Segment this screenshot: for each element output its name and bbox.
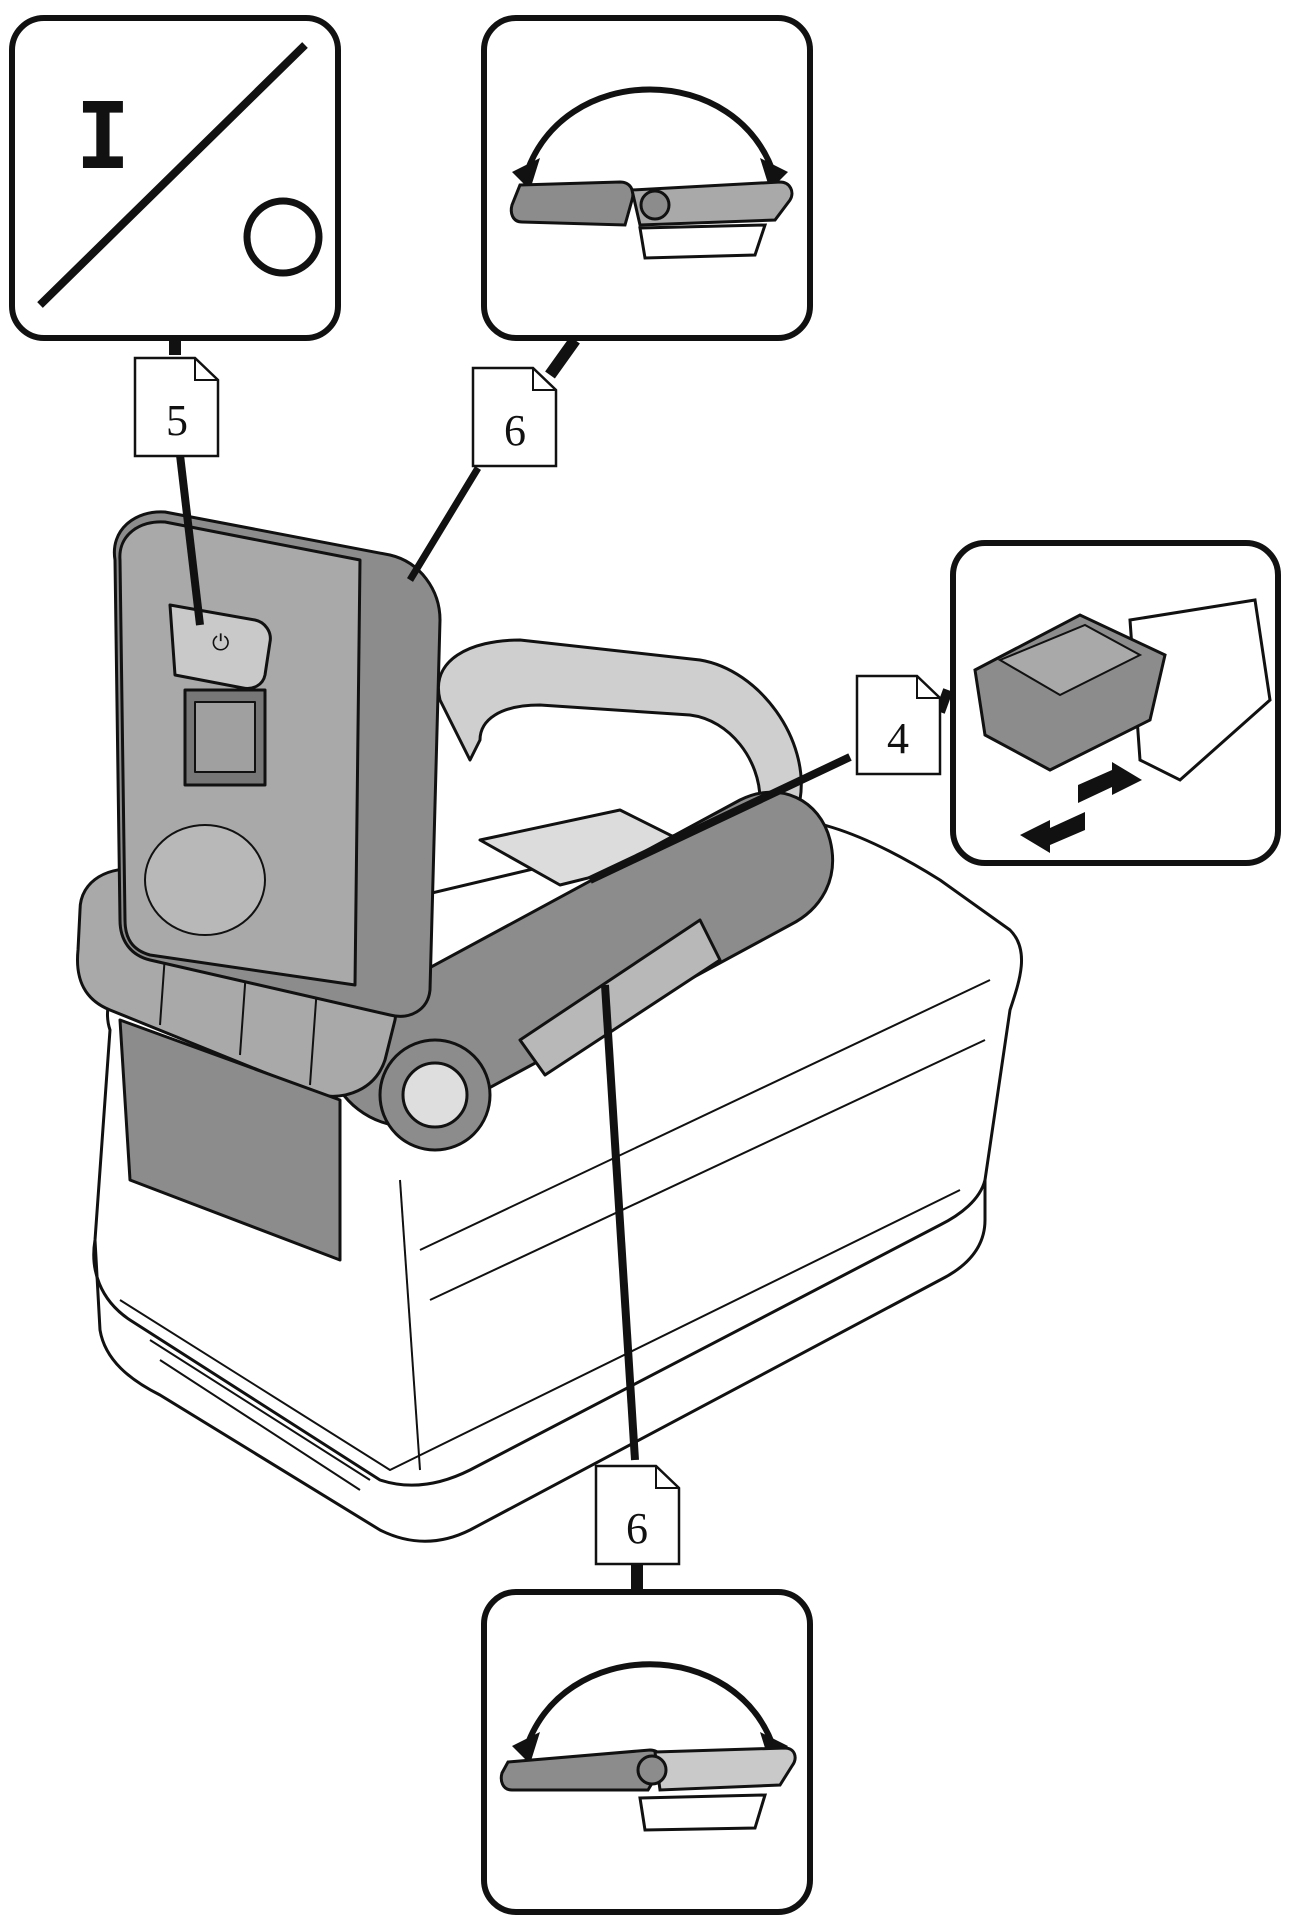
base-ridge-2 (429, 1039, 986, 1301)
mini-lamp-closed (509, 180, 635, 227)
mini-pivot-bottom (636, 1754, 668, 1786)
leader-slide (588, 753, 852, 884)
leader-slide-edge (935, 688, 953, 714)
mini-arm (630, 180, 794, 227)
rotate-arc-arrow-icon (522, 86, 778, 179)
leader-rotate-top-1 (545, 336, 580, 379)
leader-rotate-bottom (601, 984, 639, 1461)
mini-pivot (639, 189, 671, 221)
power-button (168, 603, 272, 690)
callout-power-number: 5 (166, 396, 188, 445)
callout-rotate-top: 6 (471, 366, 558, 468)
callout-power: 5 (133, 356, 220, 458)
power-divider-slash (37, 42, 308, 308)
mini-battery-top (997, 623, 1143, 697)
base-vent (149, 1339, 371, 1491)
charging-station-illustration: ⏻ (75, 510, 1024, 1543)
panel-slide-battery (950, 540, 1281, 866)
callout-slide-number: 4 (887, 714, 909, 763)
mini-charger-housing (1128, 598, 1272, 782)
callout-slide: 4 (855, 674, 942, 776)
rotate-arc-head-left (512, 158, 540, 190)
base-ridge-1 (419, 979, 991, 1251)
mini-base (638, 223, 768, 260)
rotate-arc-head-right (760, 158, 788, 190)
power-off-symbol (243, 197, 323, 277)
slide-double-arrow-icon (1020, 762, 1142, 853)
panel-power: I (9, 15, 341, 341)
lamp-lens (144, 824, 266, 936)
power-on-symbol: I (75, 83, 130, 190)
callout-rotate-bottom: 6 (594, 1464, 681, 1566)
station-base-lower (93, 1180, 987, 1543)
lamp-emblem-inner (194, 701, 256, 773)
mount-block (118, 1018, 342, 1262)
panel-rotate-bottom (481, 1589, 813, 1915)
mini-base-bottom (638, 1793, 768, 1832)
power-button-glyph: ⏻ (212, 631, 229, 656)
mini-lamp-open (653, 1746, 797, 1792)
base-front-edge (399, 1179, 421, 1471)
rotate-arc-head-left-bottom (512, 1732, 540, 1764)
panel-rotate-top (481, 15, 813, 341)
callout-rotate-top-number: 6 (504, 406, 526, 455)
callout-rotate-bottom-number: 6 (626, 1504, 648, 1553)
leader-power (176, 454, 204, 626)
pivot-arm-inset (518, 918, 722, 1077)
rotate-arc-arrow-icon-bottom (522, 1661, 778, 1753)
pivot-knob-inner (401, 1061, 469, 1129)
panel-rotate-top-frame (481, 15, 813, 341)
base-rim-line (119, 1189, 961, 1471)
leader-rotate-top-2 (407, 466, 481, 582)
